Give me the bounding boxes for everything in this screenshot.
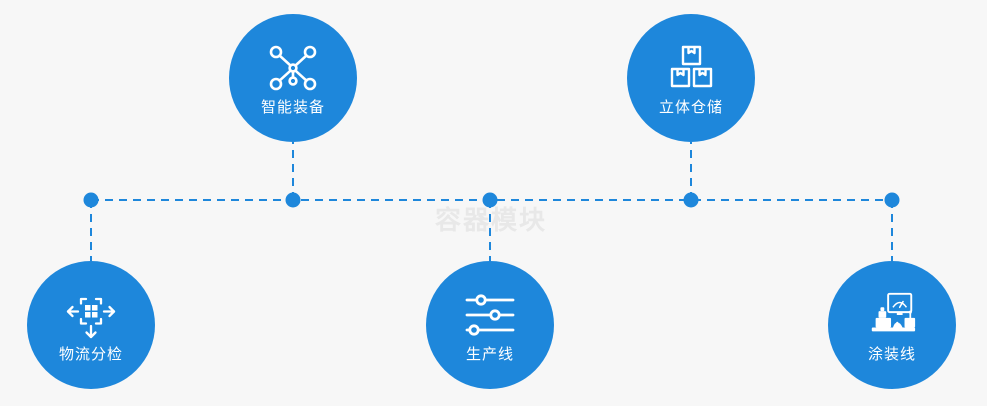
node-logistics-sorting[interactable]: 物流分检 <box>27 261 155 389</box>
node-production-line[interactable]: 生产线 <box>426 261 554 389</box>
node-label: 智能装备 <box>260 98 325 116</box>
network-nodes-icon <box>267 42 319 94</box>
node-label: 立体仓储 <box>658 98 723 116</box>
node-label: 生产线 <box>465 345 514 363</box>
node-stereoscopic-storage[interactable]: 立体仓储 <box>627 14 755 142</box>
junction-dot-stereoscopic-storage <box>683 192 699 208</box>
factory-machine-icon <box>866 289 918 341</box>
node-intelligent-equipment[interactable]: 智能装备 <box>229 14 357 142</box>
watermark-text: 容器模块 <box>435 205 548 235</box>
sliders-icon <box>464 289 516 341</box>
node-label: 涂装线 <box>867 345 916 363</box>
junction-dot-production-line <box>482 192 498 208</box>
junction-dot-intelligent-equipment <box>285 192 301 208</box>
stacked-boxes-icon <box>665 42 717 94</box>
junction-dot-logistics-sorting <box>83 192 99 208</box>
sorting-arrows-icon <box>65 289 117 341</box>
node-painting-line[interactable]: 涂装线 <box>828 261 956 389</box>
node-label: 物流分检 <box>58 345 123 363</box>
junction-dot-painting-line <box>884 192 900 208</box>
